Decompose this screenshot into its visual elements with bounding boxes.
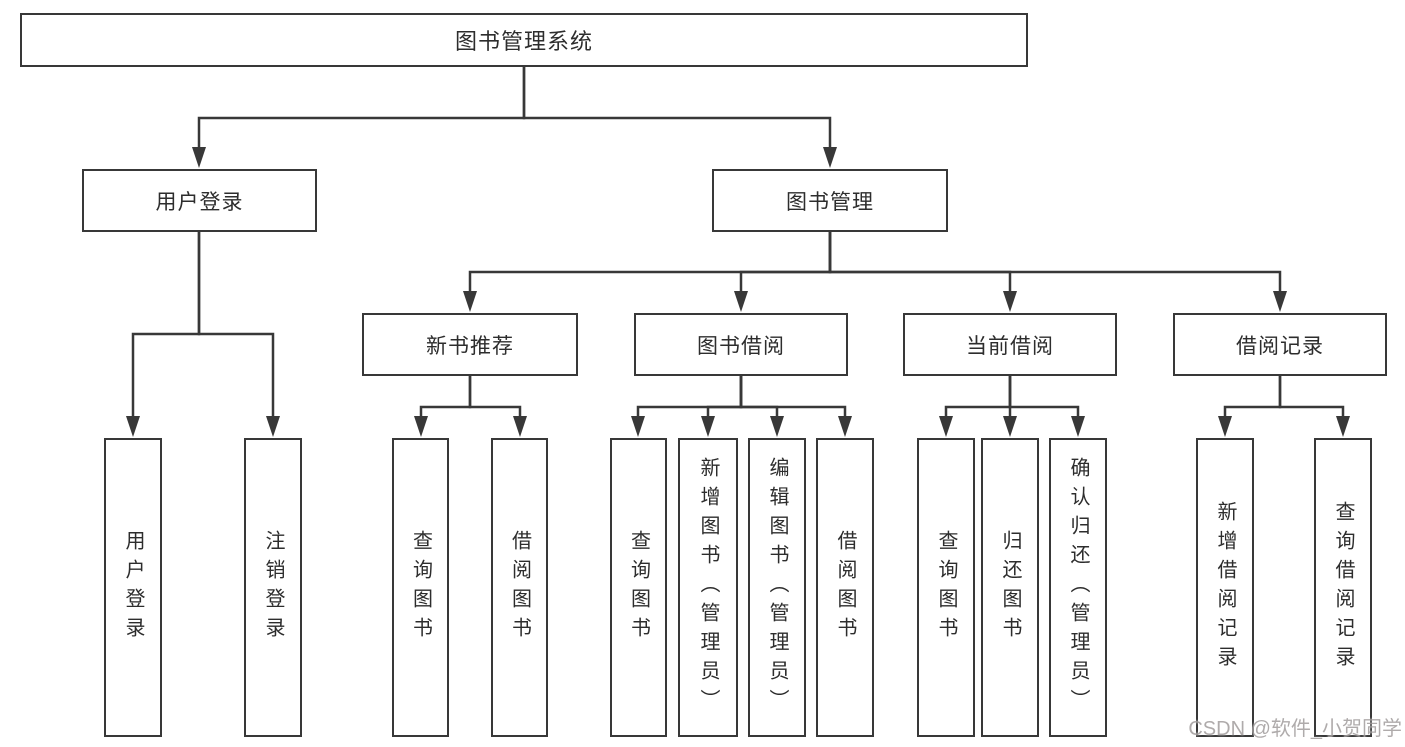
node-book-borrow: 图书借阅 [634,313,848,376]
leaf-query-book-1: 查询图书 [392,438,449,737]
edge-borrow-records-add-record [1218,376,1282,437]
leaf-query-borrow-record-label: 查询借阅记录 [1332,500,1354,675]
leaf-query-book-2-label: 查询图书 [627,529,650,646]
leaf-borrow-book-2-label: 借阅图书 [834,529,856,646]
edge-book-mgmt-book-borrow [734,232,832,312]
edge-book-mgmt-borrow-records [828,232,1287,312]
csdn-watermark: CSDN @软件_小贺同学 [1188,718,1402,740]
node-current-borrow: 当前借阅 [903,313,1117,376]
leaf-logout: 注销登录 [244,438,302,737]
node-book-mgmt-label: 图书管理 [786,190,874,214]
leaf-query-book-3: 查询图书 [917,438,975,737]
leaf-add-borrow-record: 新增借阅记录 [1196,438,1254,737]
leaf-borrow-book-1-label: 借阅图书 [508,529,531,646]
leaf-user-login: 用户登录 [104,438,162,737]
node-root: 图书管理系统 [20,13,1028,67]
node-new-book-rec: 新书推荐 [362,313,578,376]
leaf-query-book-1-label: 查询图书 [409,529,432,646]
edge-current-borrow-confirm-return [1008,376,1085,437]
node-book-borrow-label: 图书借阅 [697,334,785,358]
leaf-confirm-return-label: 确认归还（管理员） [1067,457,1089,718]
leaf-query-borrow-record: 查询借阅记录 [1314,438,1372,737]
edge-book-borrow-add-book [701,376,743,437]
edge-user-login-leaf-logout [197,232,280,437]
leaf-borrow-book-2: 借阅图书 [816,438,874,737]
edge-borrow-records-query-record [1278,376,1350,437]
edge-new-book-rec-query-book-1 [414,376,472,437]
leaf-user-login-label: 用户登录 [122,529,144,646]
leaf-add-borrow-record-label: 新增借阅记录 [1214,500,1236,675]
leaf-edit-book: 编辑图书（管理员） [748,438,806,737]
leaf-confirm-return: 确认归还（管理员） [1049,438,1107,737]
leaf-return-book: 归还图书 [981,438,1039,737]
edge-new-book-rec-borrow-book-1 [468,376,527,437]
leaf-logout-label: 注销登录 [262,529,284,646]
edge-user-login-leaf-user-login [126,232,201,437]
edge-current-borrow-query-book-3 [939,376,1012,437]
node-book-mgmt: 图书管理 [712,169,948,232]
leaf-edit-book-label: 编辑图书（管理员） [766,457,788,718]
node-user-login-label: 用户登录 [155,190,244,214]
node-borrow-records-label: 借阅记录 [1236,334,1324,358]
node-new-book-rec-label: 新书推荐 [426,334,514,358]
leaf-query-book-3-label: 查询图书 [935,529,957,646]
node-current-borrow-label: 当前借阅 [966,334,1054,358]
node-root-label: 图书管理系统 [454,29,593,54]
leaf-add-book: 新增图书（管理员） [678,438,738,737]
edge-book-borrow-borrow-book-2 [739,376,852,437]
node-borrow-records: 借阅记录 [1173,313,1387,376]
leaf-add-book-label: 新增图书（管理员） [697,457,719,718]
edge-root-user-login [192,67,526,168]
leaf-borrow-book-1: 借阅图书 [491,438,548,737]
leaf-query-book-2: 查询图书 [610,438,667,737]
node-user-login: 用户登录 [82,169,317,232]
edge-root-book-mgmt [522,67,837,168]
leaf-return-book-label: 归还图书 [999,529,1021,646]
